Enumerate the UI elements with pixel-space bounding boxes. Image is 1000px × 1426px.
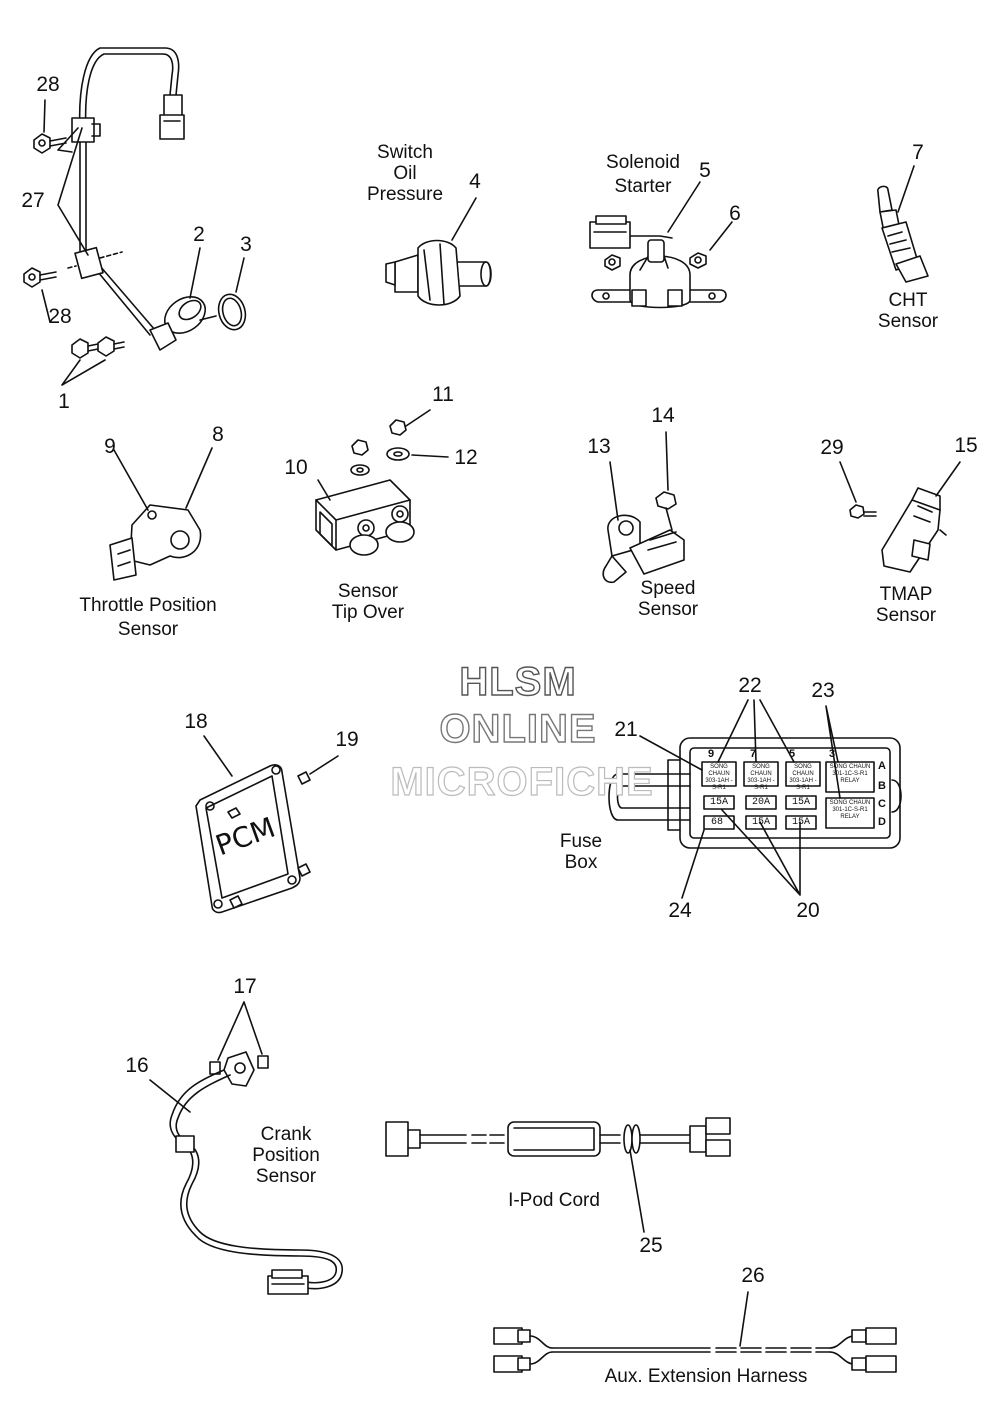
oil-pressure-switch [385,197,492,306]
label-line: CHT [888,290,928,311]
callout-10: 10 [284,456,308,479]
label-cht-sensor: CHT Sensor [878,290,938,332]
callout-16: 16 [125,1054,149,1077]
callout-11: 11 [432,383,454,406]
callout-24: 24 [668,899,692,922]
label-speed-sensor: Speed Sensor [638,578,698,620]
relay-label: SONG CHAUN 301-1C-S-R1 RELAY [829,800,871,820]
label-line: Sensor [255,1166,317,1187]
label-line: Oil [393,163,417,184]
fuse-row-c: C [878,798,886,810]
callout-5: 5 [699,159,711,182]
label-line: Pressure [366,184,444,205]
label-line: Sensor [117,619,179,640]
solenoid-starter [589,181,733,309]
fuse-label: 15A [791,817,811,828]
callout-9: 9 [104,435,116,458]
label-aux-extension-harness: Aux. Extension Harness [604,1366,808,1387]
callout-20: 20 [796,899,820,922]
crank-position-sensor [149,1001,343,1295]
label-solenoid-starter: Solenoid Starter [606,151,680,199]
callout-27: 27 [21,189,45,212]
fuse-row-b: B [878,780,886,792]
ipod-cord [385,1117,731,1233]
callout-1: 1 [58,390,70,413]
callout-15: 15 [954,434,978,457]
callout-18: 18 [184,710,208,733]
callout-7: 7 [912,141,924,164]
label-tmap-sensor: TMAP Sensor [876,584,936,626]
label-line: Throttle Position [79,595,217,616]
label-sensor-tip-over: Sensor Tip Over [332,581,404,623]
callout-8: 8 [212,423,224,446]
label-line: Speed [640,578,696,599]
throttle-position-sensor [109,447,213,581]
callout-25: 25 [639,1234,663,1257]
callout-12: 12 [454,446,478,469]
fuse-box [608,699,902,899]
speed-sensor [602,431,685,584]
label-crank-position-sensor: Crank Position Sensor [252,1124,320,1187]
watermark-line2: ONLINE [439,706,597,751]
watermark-line3: MICROFICHE [390,759,654,804]
label-line: Sensor [875,605,937,626]
fuse-label: 15A [791,797,811,808]
label-line: Sensor [877,311,939,332]
callout-22: 22 [738,674,762,697]
label-switch-oil-pressure: Switch Oil Pressure [367,142,443,205]
fuse-label: 68 [710,817,724,828]
label-line: Box [564,852,598,873]
label-line: Sensor [637,599,699,620]
callout-3: 3 [240,233,252,256]
callout-19: 19 [335,728,359,751]
callout-29: 29 [820,436,844,459]
sensor-harness-2 [23,47,247,386]
fuse-row-a: A [878,760,886,772]
label-ipod-cord: I-Pod Cord [508,1190,600,1211]
aux-extension-harness [493,1291,897,1373]
fuse-col-5: 5 [788,748,796,760]
relay-label: SONG CHAUN 303-1AH -S-R1 [747,764,775,791]
label-line: Tip Over [331,602,405,623]
callout-17: 17 [233,975,257,998]
cht-sensor [877,165,929,283]
callout-28-top: 28 [36,73,60,96]
label-line: Crank [260,1124,312,1145]
label-line: Solenoid [606,152,680,173]
label-line: Starter [614,176,672,197]
fuse-label: 20A [751,797,771,808]
label-throttle-position-sensor: Throttle Position Sensor [79,594,216,642]
watermark-line1: HLSM [459,659,577,704]
label-line: Switch [377,142,433,163]
label-line: Fuse [559,831,603,852]
callout-23: 23 [811,679,835,702]
callout-28-bottom: 28 [48,305,72,328]
fuse-col-7: 7 [749,748,757,760]
label-fuse-box: Fuse Box [560,831,602,873]
label-line: Sensor [337,581,399,602]
callout-13: 13 [587,435,611,458]
callout-21: 21 [614,718,638,741]
fuse-label: 15A [751,817,771,828]
label-line: Position [252,1145,320,1166]
fuse-col-9: 9 [707,748,715,760]
callout-4: 4 [469,170,481,193]
tip-over-sensor [315,409,449,556]
callout-14: 14 [651,404,675,427]
pcm-module [195,735,339,914]
relay-label: SONG CHAUN 303-1AH -S-R1 [705,764,733,791]
label-line: TMAP [879,584,933,605]
fuse-label: 15A [709,797,729,808]
callout-2: 2 [193,223,205,246]
callout-26: 26 [741,1264,765,1287]
fuse-col-3: 3 [828,748,836,760]
tmap-sensor [839,461,961,573]
fuse-row-d: D [878,816,886,828]
relay-label: SONG CHAUN 301-1C-S-R1 RELAY [829,764,871,784]
callout-6: 6 [729,202,741,225]
relay-label: SONG CHAUN 303-1AH -S-R1 [789,764,817,791]
